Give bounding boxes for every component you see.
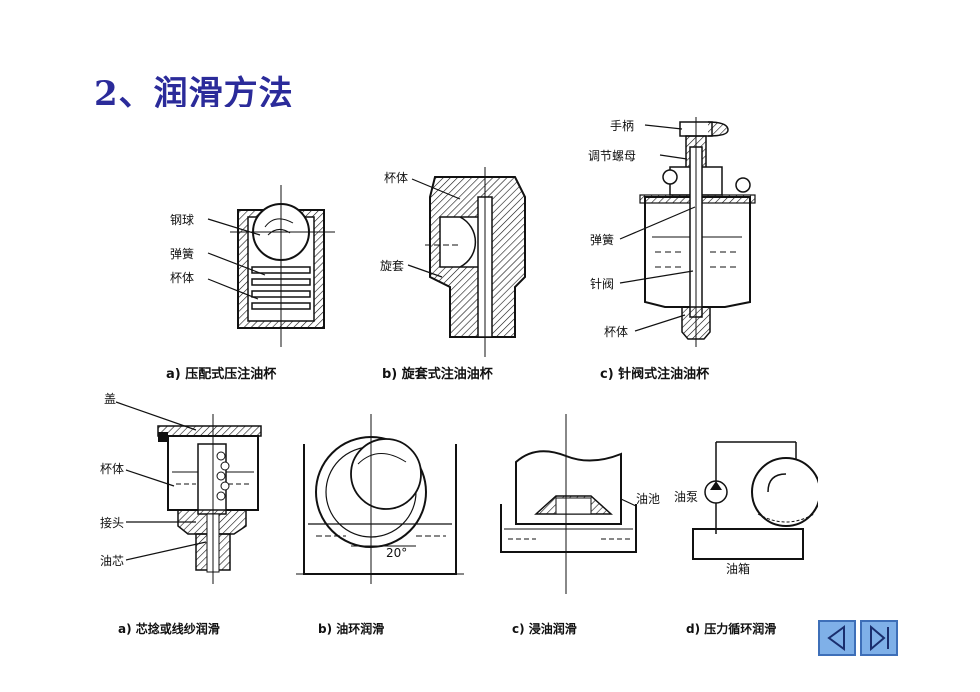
next-slide-button[interactable] xyxy=(860,620,898,656)
label-oil-tank: 油箱 xyxy=(726,562,751,576)
wick-lubrication-drawing xyxy=(115,401,262,584)
label-oil-pump: 油泵 xyxy=(674,490,699,504)
label-cover: 盖 xyxy=(104,392,117,406)
label-steel-ball: 钢球 xyxy=(170,213,195,227)
label-needle-valve: 针阀 xyxy=(590,277,615,291)
label-spring-c: 弹簧 xyxy=(590,233,615,247)
oil-cup-a-drawing xyxy=(207,185,335,347)
bottom-figure-drawing xyxy=(115,401,821,594)
oil-cup-c-drawing xyxy=(619,117,756,347)
caption-bottom-c: c) 浸油润滑 xyxy=(512,622,577,636)
label-angle: 20° xyxy=(386,546,408,560)
label-rotating-sleeve: 旋套 xyxy=(380,259,405,273)
top-figure-panel: 钢球 弹簧 杯体 杯体 旋套 手柄 调节螺母 弹簧 针阀 杯体 a) 压配式压注… xyxy=(160,107,760,387)
bottom-figure-panel: 盖 杯体 接头 油芯 20° 油池 油泵 油箱 a) 芯捻或线纱润滑 b) 油环… xyxy=(96,384,821,646)
prev-slide-button[interactable] xyxy=(818,620,856,656)
pressure-circulation-drawing xyxy=(692,441,821,560)
caption-top-a: a) 压配式压注油杯 xyxy=(166,367,277,382)
label-adjust-nut: 调节螺母 xyxy=(588,149,637,163)
oil-ring-drawing xyxy=(296,414,464,584)
oil-bath-drawing xyxy=(500,414,637,594)
top-figure-drawing xyxy=(207,117,756,357)
caption-top-c: c) 针阀式注油油杯 xyxy=(600,367,710,382)
label-handle: 手柄 xyxy=(610,119,635,133)
triangle-right-bar-icon xyxy=(870,624,889,652)
caption-bottom-d: d) 压力循环润滑 xyxy=(686,622,777,636)
label-oil-pool: 油池 xyxy=(636,492,661,506)
caption-bottom-b: b) 油环润滑 xyxy=(318,622,385,636)
caption-top-b: b) 旋套式注油油杯 xyxy=(382,367,493,382)
label-cup-body-b: 杯体 xyxy=(384,171,409,185)
triangle-left-icon xyxy=(827,625,845,651)
oil-cup-b-drawing xyxy=(407,167,526,357)
label-cup-body-c: 杯体 xyxy=(604,325,629,339)
label-cup-body-a: 杯体 xyxy=(170,271,195,285)
caption-bottom-a: a) 芯捻或线纱润滑 xyxy=(118,622,220,636)
label-spring-a: 弹簧 xyxy=(170,247,195,261)
label-wick: 油芯 xyxy=(100,554,125,568)
label-cup-body-bottom: 杯体 xyxy=(100,462,125,476)
label-joint: 接头 xyxy=(100,516,125,530)
